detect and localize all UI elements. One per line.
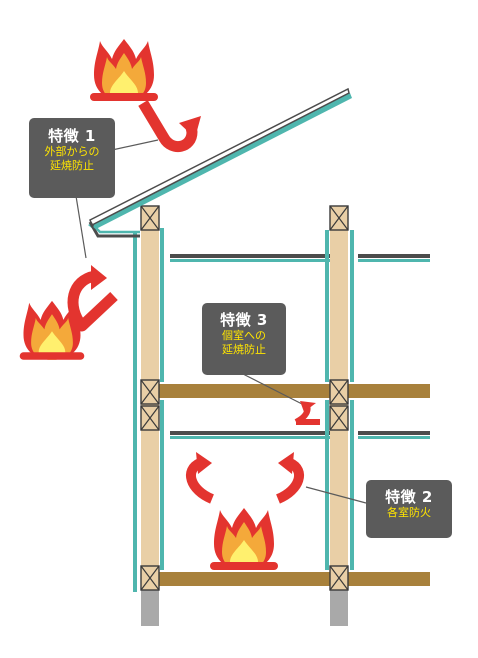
feature-3-callout: 特徴 3 個室への 延焼防止 <box>202 303 286 375</box>
left-foundation <box>141 590 159 626</box>
curved-arrow-icon-head <box>179 116 201 138</box>
curved-arrow-icon-head <box>91 265 107 290</box>
feature-2-callout: 特徴 2 各室防火 <box>366 480 452 538</box>
curved-arrow-icon <box>275 458 304 504</box>
roof <box>88 87 352 238</box>
feature-1-line-1: 外部からの <box>44 145 100 158</box>
curved-arrow-icon-head <box>278 452 294 474</box>
feature-1-callout: 特徴 1 外部からの 延焼防止 <box>29 118 115 198</box>
bottom-beam-right <box>348 572 430 586</box>
curved-arrow-icon <box>67 270 118 332</box>
middle-beam-left <box>150 384 332 398</box>
ceiling-band-lower <box>170 431 430 439</box>
curved-arrow-icon <box>186 458 215 504</box>
feature-3-line-2: 延焼防止 <box>222 343 266 356</box>
feature-1-title: 特徴 1 <box>48 127 96 145</box>
fireproof-lining <box>133 228 354 592</box>
flame-icon <box>214 508 274 570</box>
floor-band-upper <box>170 254 430 262</box>
feature-2-title: 特徴 2 <box>385 488 433 506</box>
feature-2-line-1: 各室防火 <box>387 506 431 519</box>
right-foundation <box>330 590 348 626</box>
middle-beam-right <box>348 384 430 398</box>
curved-arrow-icon-head <box>196 452 212 474</box>
feature-3-line-1: 個室への <box>222 329 266 342</box>
feature-3-title: 特徴 3 <box>220 311 268 329</box>
curved-arrow-icon-head <box>300 401 316 412</box>
flame-icon <box>94 39 154 101</box>
feature-1-line-2: 延焼防止 <box>50 159 94 172</box>
bottom-beam-left <box>150 572 332 586</box>
leader-lines <box>75 139 367 504</box>
